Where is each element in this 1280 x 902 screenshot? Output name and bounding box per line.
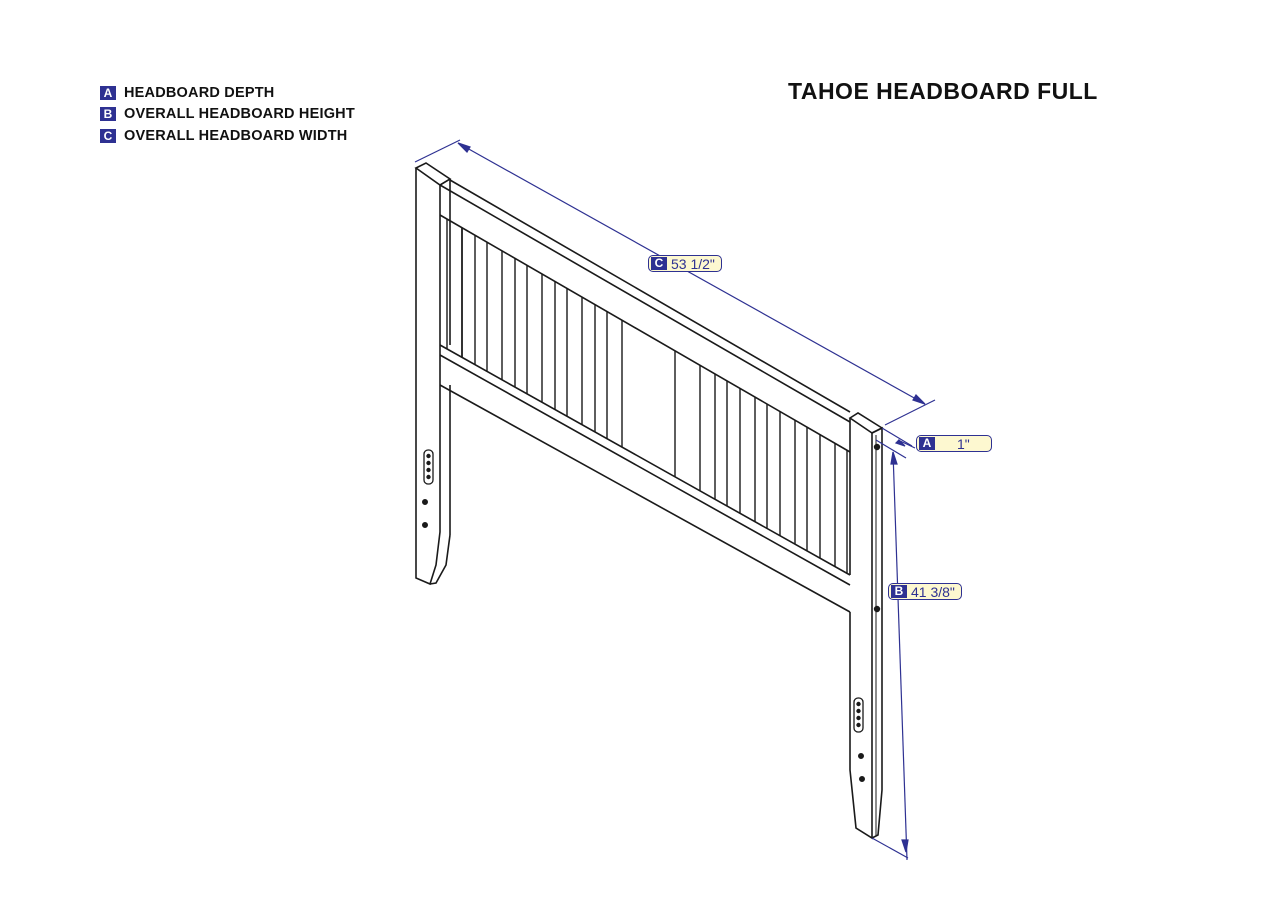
width-dimension-line: [457, 142, 926, 405]
slats: [446, 219, 848, 574]
width-extension-left: [414, 139, 461, 163]
height-dimension-label: B 41 3/8": [888, 583, 962, 600]
page-title: TAHOE HEADBOARD FULL: [788, 78, 1098, 104]
legend-badge: A: [100, 85, 116, 100]
dimension-badge: B: [891, 585, 907, 598]
legend-label: HEADBOARD DEPTH: [124, 84, 275, 101]
width-extension-right: [884, 399, 936, 426]
dimension-lines: [414, 139, 936, 861]
dimension-value: 1": [957, 435, 970, 452]
arrow-icon: [457, 142, 471, 153]
legend-item-depth: A HEADBOARD DEPTH: [100, 82, 355, 104]
dimension-badge: A: [919, 437, 935, 450]
legend: A HEADBOARD DEPTH B OVERALL HEADBOARD HE…: [100, 82, 355, 147]
dimension-value: 53 1/2": [671, 255, 715, 272]
depth-extension: [881, 427, 913, 447]
arrow-icon: [890, 451, 898, 465]
left-post: [414, 162, 452, 586]
legend-item-width: C OVERALL HEADBOARD WIDTH: [100, 125, 355, 147]
legend-label: OVERALL HEADBOARD WIDTH: [124, 127, 348, 144]
dimension-badge: C: [651, 257, 667, 270]
width-dimension-label: C 53 1/2": [648, 255, 722, 272]
arrow-icon: [901, 839, 909, 853]
bottom-rail: [439, 344, 851, 613]
dimension-value: 41 3/8": [911, 583, 955, 600]
arrow-icon: [894, 439, 906, 447]
right-post: [848, 412, 884, 840]
legend-label: OVERALL HEADBOARD HEIGHT: [124, 106, 355, 123]
legend-item-height: B OVERALL HEADBOARD HEIGHT: [100, 104, 355, 126]
top-rail: [439, 179, 851, 453]
depth-dimension-label: A 1": [916, 435, 992, 452]
height-extension: [871, 837, 909, 859]
legend-badge: B: [100, 107, 116, 122]
legend-badge: C: [100, 128, 116, 143]
arrow-icon: [912, 394, 926, 405]
height-dimension-line: [892, 451, 908, 861]
